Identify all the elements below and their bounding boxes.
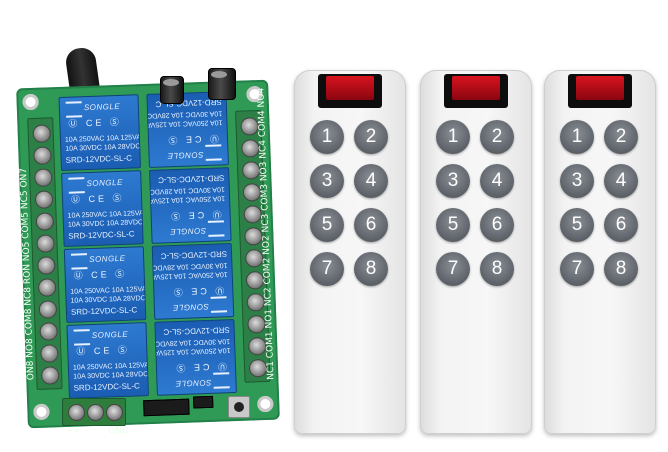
relay-certs: Ⓤ CE Ⓢ	[165, 133, 220, 146]
relay-brand: SONGLE	[86, 177, 123, 189]
relay-brand: SONGLE	[91, 329, 129, 341]
led-window	[568, 74, 632, 108]
relay: SONGLE Ⓤ CE Ⓢ 10A 250VAC 10A 125VAC 10A …	[146, 91, 229, 168]
relay-model: SRD-12VDC-SL-C	[160, 249, 228, 261]
remote-key-1[interactable]: 1	[310, 120, 344, 154]
remote-key-8[interactable]: 8	[604, 252, 638, 286]
relay: SONGLE Ⓤ CE Ⓢ 10A 250VAC 10A 125VAC 10A …	[66, 322, 149, 399]
remote-key-5[interactable]: 5	[310, 208, 344, 242]
relay-brand: SONGLE	[172, 301, 210, 313]
relay: SONGLE Ⓤ CE Ⓢ 10A 250VAC 10A 125VAC 10A …	[61, 170, 144, 247]
relay: SONGLE Ⓤ CE Ⓢ 10A 250VAC 10A 125VAC 10A …	[154, 319, 237, 396]
relay-spec: 10A 30VDC 10A 28VDC	[70, 295, 146, 305]
relay-model: SRD-12VDC-SL-C	[73, 381, 140, 393]
indicator-led	[576, 76, 624, 100]
relay-certs: Ⓤ CE Ⓢ	[168, 209, 222, 222]
relay-brand: SONGLE	[169, 225, 207, 237]
relay-spec: 10A 30VDC 10A 28VDC	[65, 143, 141, 153]
remote-key-2[interactable]: 2	[480, 120, 514, 154]
remote-key-1[interactable]: 1	[560, 120, 594, 154]
relay-brand: SONGLE	[167, 150, 204, 161]
relay-model: SRD-12VDC-SL-C	[70, 305, 138, 317]
relay-certs: Ⓤ CE Ⓢ	[68, 116, 123, 129]
relay-certs: Ⓤ CE Ⓢ	[173, 361, 228, 374]
mounting-hole	[257, 395, 274, 413]
relay-certs: Ⓤ CE Ⓢ	[76, 344, 131, 357]
remote-key-6[interactable]: 6	[480, 208, 514, 242]
relay-spec: 10A 30VDC 10A 28VDC	[73, 371, 149, 381]
mounting-hole	[22, 93, 39, 111]
capacitor	[160, 76, 184, 104]
remote-key-3[interactable]: 3	[310, 164, 344, 198]
remote-key-7[interactable]: 7	[560, 252, 594, 286]
remote-key-4[interactable]: 4	[480, 164, 514, 198]
relay: SONGLE Ⓤ CE Ⓢ 10A 250VAC 10A 125VAC 10A …	[149, 167, 232, 244]
relay-brand: SONGLE	[89, 253, 126, 265]
remote-key-6[interactable]: 6	[604, 208, 638, 242]
mounting-hole	[33, 403, 50, 421]
relay-brand: SONGLE	[83, 101, 121, 113]
relay-board: ON8 NO8 COM8 NC8 RON NO5 COM5 NC5 ON7 NC…	[16, 79, 280, 429]
power-plus-label: +V	[66, 426, 80, 436]
power-gnd-label: GND	[108, 426, 129, 436]
remote-key-4[interactable]: 4	[604, 164, 638, 198]
led-window	[444, 74, 508, 108]
remote-control: 1 2 3 4 5 6 7 8	[294, 70, 406, 434]
led-window	[318, 74, 382, 108]
indicator-led	[452, 76, 500, 100]
power-terminal	[62, 398, 126, 426]
remote-key-2[interactable]: 2	[604, 120, 638, 154]
remote-key-5[interactable]: 5	[436, 208, 470, 242]
remote-key-7[interactable]: 7	[310, 252, 344, 286]
remote-key-5[interactable]: 5	[560, 208, 594, 242]
relay-spec: 10A 30VDC 10A 28VDC	[67, 219, 144, 229]
relay: SONGLE Ⓤ CE Ⓢ 10A 250VAC 10A 125VAC 10A …	[63, 246, 147, 323]
remote-key-8[interactable]: 8	[354, 252, 388, 286]
remote-key-4[interactable]: 4	[354, 164, 388, 198]
relay: SONGLE Ⓤ CE Ⓢ 10A 250VAC 10A 125VAC 10A …	[151, 243, 235, 320]
relay-model: SRD-12VDC-SL-C	[158, 173, 225, 185]
indicator-led	[326, 76, 374, 100]
remote-key-7[interactable]: 7	[436, 252, 470, 286]
ic-chip	[143, 398, 190, 417]
relay-model: SRD-12VDC-SL-C	[68, 229, 135, 241]
remote-control: 1 2 3 4 5 6 7 8	[420, 70, 532, 434]
remote-key-2[interactable]: 2	[354, 120, 388, 154]
relay-brand: SONGLE	[175, 377, 212, 389]
relay-certs: Ⓤ CE Ⓢ	[170, 285, 225, 298]
capacitor	[208, 68, 236, 100]
relay-certs: Ⓤ CE Ⓢ	[70, 192, 125, 205]
learn-button	[228, 396, 250, 418]
remote-key-6[interactable]: 6	[354, 208, 388, 242]
remote-key-3[interactable]: 3	[560, 164, 594, 198]
ic-chip	[193, 395, 214, 409]
relay-certs: Ⓤ CE Ⓢ	[73, 268, 128, 281]
relay-model: SRD-12VDC-SL-C	[163, 325, 230, 337]
relay-model: SRD-12VDC-SL-C	[65, 153, 133, 165]
remote-key-3[interactable]: 3	[436, 164, 470, 198]
remote-key-1[interactable]: 1	[436, 120, 470, 154]
remote-control: 1 2 3 4 5 6 7 8	[544, 70, 656, 434]
remote-key-8[interactable]: 8	[480, 252, 514, 286]
relay: SONGLE Ⓤ CE Ⓢ 10A 250VAC 10A 125VAC 10A …	[58, 94, 142, 171]
